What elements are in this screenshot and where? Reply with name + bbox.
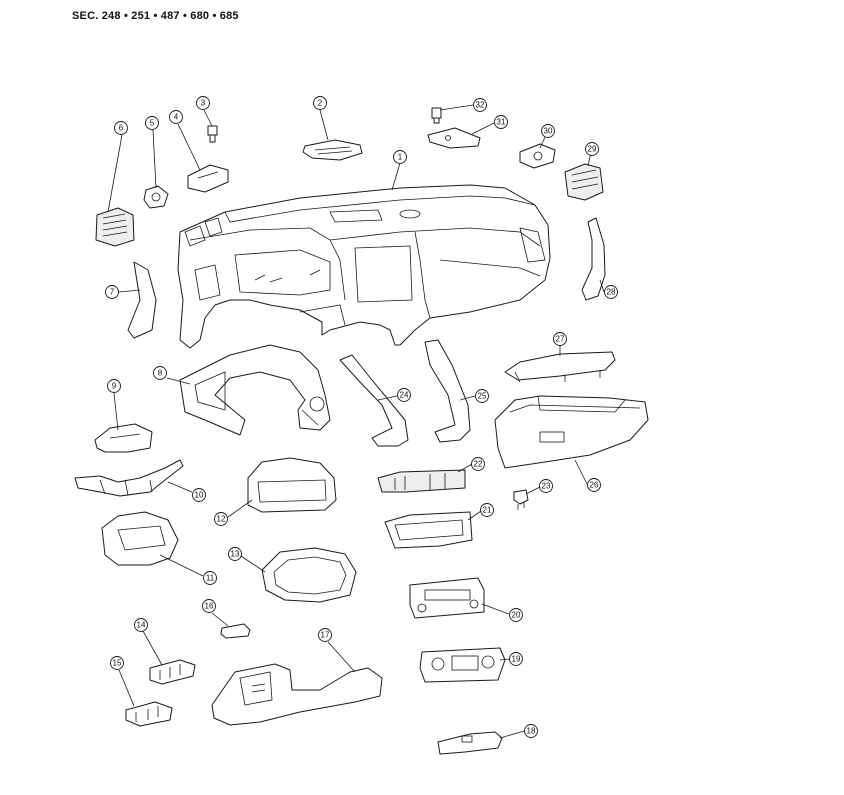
callout-29: 29 bbox=[585, 142, 599, 156]
defroster-cover-part bbox=[427, 127, 481, 149]
knob-part bbox=[220, 623, 251, 639]
side-finisher-left-part bbox=[127, 261, 157, 339]
callout-5: 5 bbox=[145, 116, 159, 130]
section-reference-header: SEC. 248 • 251 • 487 • 680 • 685 bbox=[72, 10, 239, 22]
meter-ring-part bbox=[261, 547, 357, 603]
callout-17: 17 bbox=[318, 628, 332, 642]
callout-label: 31 bbox=[497, 118, 506, 127]
callout-label: 27 bbox=[556, 335, 565, 344]
retainer-clip-part bbox=[431, 107, 442, 124]
callout-30: 30 bbox=[541, 124, 555, 138]
callout-label: 18 bbox=[527, 727, 536, 736]
side-finisher-right-part bbox=[581, 217, 606, 301]
callout-label: 11 bbox=[206, 574, 215, 583]
glove-box-part bbox=[494, 395, 649, 469]
heater-control-part bbox=[419, 647, 506, 683]
combination-switch-part bbox=[74, 459, 184, 497]
meter-housing-part bbox=[247, 457, 337, 513]
callout-16: 16 bbox=[202, 599, 216, 613]
callout-label: 17 bbox=[321, 631, 330, 640]
center-panel-part bbox=[384, 511, 473, 549]
callout-11: 11 bbox=[203, 571, 217, 585]
callout-label: 16 bbox=[205, 602, 214, 611]
callout-1: 1 bbox=[393, 150, 407, 164]
callout-label: 5 bbox=[150, 119, 155, 128]
callout-12: 12 bbox=[214, 512, 228, 526]
callout-label: 20 bbox=[512, 611, 521, 620]
callout-32: 32 bbox=[473, 98, 487, 112]
callout-label: 8 bbox=[158, 369, 163, 378]
callout-9: 9 bbox=[107, 379, 121, 393]
callout-label: 4 bbox=[174, 113, 179, 122]
callout-24: 24 bbox=[397, 388, 411, 402]
callout-21: 21 bbox=[480, 503, 494, 517]
callout-14: 14 bbox=[134, 618, 148, 632]
switch-panel-part bbox=[437, 731, 503, 755]
callout-label: 30 bbox=[544, 127, 553, 136]
callout-15: 15 bbox=[110, 656, 124, 670]
callout-25: 25 bbox=[475, 389, 489, 403]
callout-2: 2 bbox=[313, 96, 327, 110]
callout-label: 2 bbox=[318, 99, 323, 108]
pillar-finisher-right-part bbox=[424, 339, 471, 443]
callout-18: 18 bbox=[524, 724, 538, 738]
callout-label: 15 bbox=[113, 659, 122, 668]
leader-lines bbox=[107, 104, 605, 739]
callout-label: 21 bbox=[483, 506, 492, 515]
callout-4: 4 bbox=[169, 110, 183, 124]
callout-23: 23 bbox=[539, 479, 553, 493]
callout-10: 10 bbox=[192, 488, 206, 502]
callout-label: 7 bbox=[110, 288, 115, 297]
pillar-finisher-left-part bbox=[339, 354, 409, 447]
callout-label: 23 bbox=[542, 482, 551, 491]
column-cover-part bbox=[101, 511, 179, 566]
callout-19: 19 bbox=[509, 652, 523, 666]
callout-label: 14 bbox=[137, 621, 146, 630]
callout-label: 9 bbox=[112, 382, 117, 391]
upper-cover-part bbox=[302, 139, 363, 161]
bracket-upper-part bbox=[149, 659, 196, 685]
callout-label: 25 bbox=[478, 392, 487, 401]
callout-label: 19 bbox=[512, 655, 521, 664]
callout-label: 10 bbox=[195, 491, 204, 500]
callout-27: 27 bbox=[553, 332, 567, 346]
callout-13: 13 bbox=[228, 547, 242, 561]
lower-console-part bbox=[211, 663, 383, 726]
bracket-lower-part bbox=[125, 701, 173, 727]
side-vent-left-part bbox=[95, 207, 135, 247]
callout-label: 24 bbox=[400, 391, 409, 400]
vent-bracket-part bbox=[519, 143, 556, 169]
callout-label: 29 bbox=[588, 145, 597, 154]
center-vent-part bbox=[377, 469, 466, 493]
audio-unit-part bbox=[409, 577, 485, 619]
callout-label: 28 bbox=[607, 288, 616, 297]
callout-8: 8 bbox=[153, 366, 167, 380]
clip-part bbox=[207, 125, 218, 143]
glove-box-clip-part bbox=[513, 489, 529, 510]
callout-label: 1 bbox=[398, 153, 403, 162]
callout-20: 20 bbox=[509, 608, 523, 622]
side-cover-part bbox=[187, 164, 229, 193]
callout-31: 31 bbox=[494, 115, 508, 129]
callout-label: 12 bbox=[217, 515, 226, 524]
switch-cover-part bbox=[94, 423, 153, 453]
instrument-panel-part bbox=[177, 184, 551, 349]
callout-label: 22 bbox=[474, 460, 483, 469]
callout-28: 28 bbox=[604, 285, 618, 299]
callout-7: 7 bbox=[105, 285, 119, 299]
cluster-lid-part bbox=[179, 344, 331, 436]
callout-6: 6 bbox=[114, 121, 128, 135]
callout-label: 32 bbox=[476, 101, 485, 110]
callout-22: 22 bbox=[471, 457, 485, 471]
glove-box-lid-part bbox=[504, 351, 616, 383]
callout-26: 26 bbox=[587, 478, 601, 492]
callout-label: 6 bbox=[119, 124, 124, 133]
side-vent-right-part bbox=[564, 163, 604, 201]
sensor-part bbox=[143, 185, 169, 209]
callout-3: 3 bbox=[196, 96, 210, 110]
callout-label: 3 bbox=[201, 99, 206, 108]
callout-label: 26 bbox=[590, 481, 599, 490]
callout-label: 13 bbox=[231, 550, 240, 559]
